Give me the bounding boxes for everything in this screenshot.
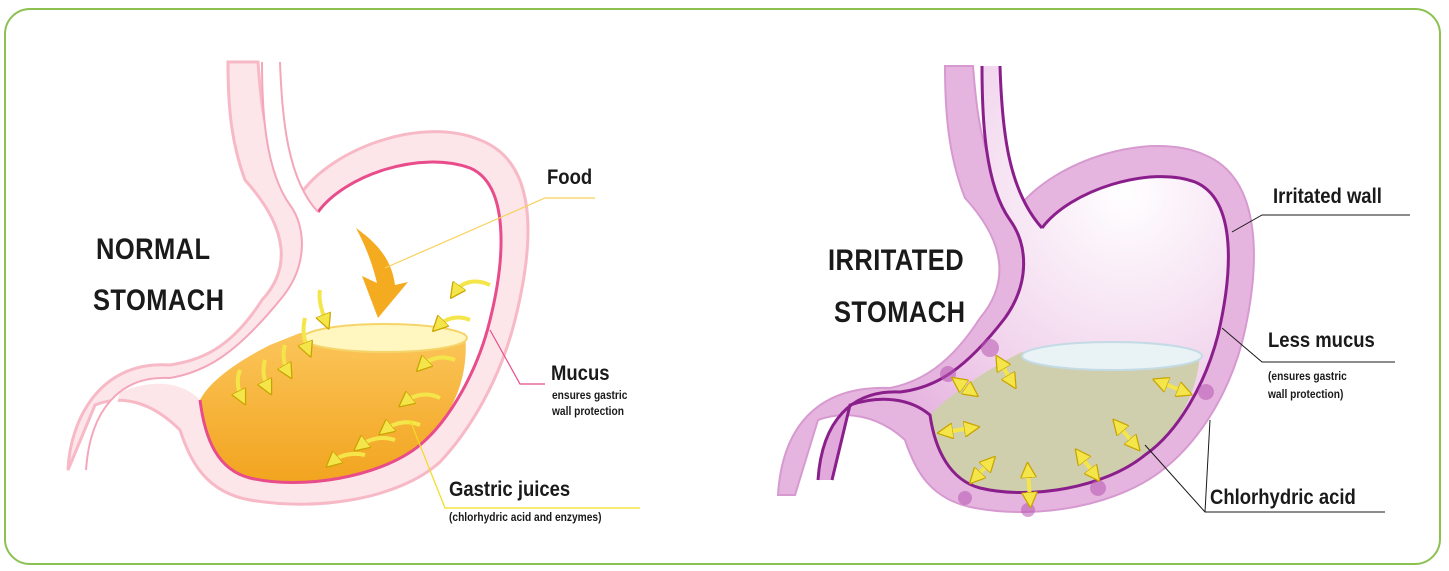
food-label: Food	[547, 166, 592, 190]
chlorhydric-acid-label: Chlorhydric acid	[1210, 486, 1356, 510]
less-mucus-desc-line1: (ensures gastric	[1268, 369, 1347, 384]
normal-title-line2: STOMACH	[93, 283, 224, 319]
normal-juice-surface	[303, 324, 467, 352]
irritated-title-line2: STOMACH	[834, 295, 965, 331]
less-mucus-desc-line2: wall protection)	[1268, 387, 1343, 402]
normal-title-line1: NORMAL	[96, 232, 210, 268]
irritated-wall-leader-line	[1232, 215, 1410, 232]
irritated-fluid-surface	[1022, 342, 1202, 370]
gastric-juices-desc: (chlorhydric acid and enzymes)	[449, 510, 601, 525]
irritated-wall-label: Irritated wall	[1273, 185, 1382, 209]
mucus-desc-line2: wall protection	[552, 404, 624, 419]
irritated-title-line1: IRRITATED	[828, 243, 964, 279]
less-mucus-label: Less mucus	[1268, 329, 1375, 353]
irritated-stomach-illustration	[778, 66, 1410, 517]
mucus-label: Mucus	[551, 362, 610, 386]
mucus-desc-line1: ensures gastric	[552, 388, 627, 403]
gastric-juices-label: Gastric juices	[449, 478, 570, 502]
